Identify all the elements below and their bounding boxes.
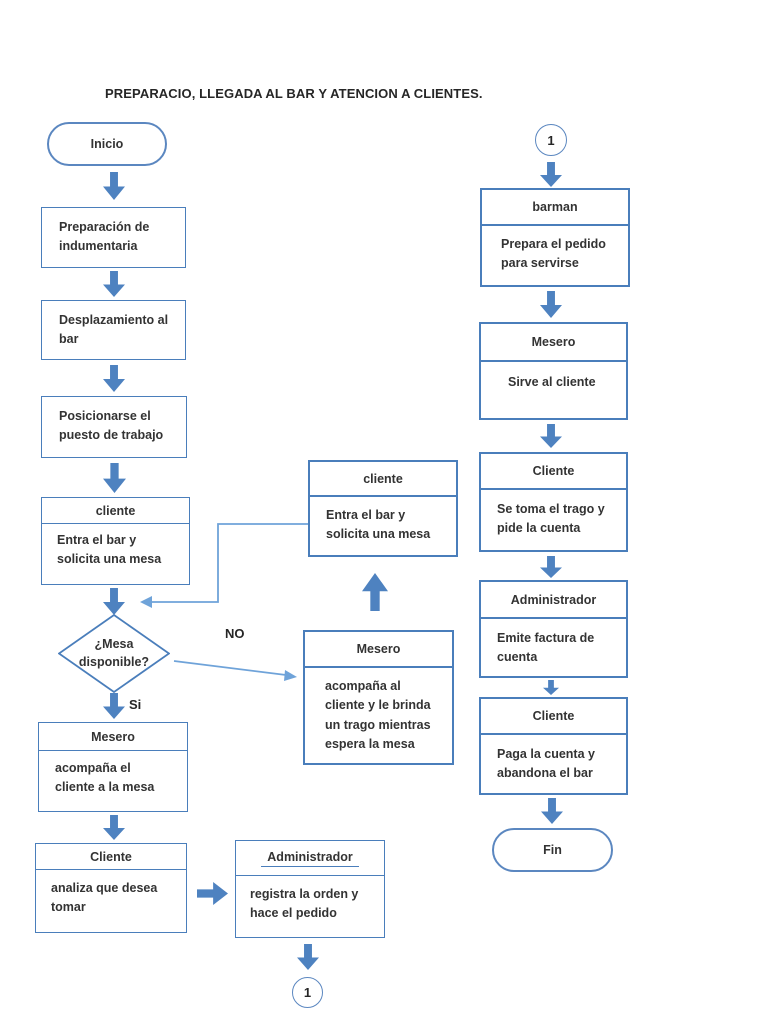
arrow-down-icon: [103, 365, 125, 392]
node-body: Se toma el trago y pide la cuenta: [497, 502, 605, 536]
node-header: Cliente: [481, 699, 626, 735]
node-body: Entra el bar y solicita una mesa: [326, 508, 431, 542]
arrow-down-icon: [103, 815, 125, 840]
arrow-down-icon: [297, 944, 319, 970]
connector-label: 1: [303, 985, 312, 1000]
arrow-down-icon: [103, 463, 126, 493]
node-header: cliente: [42, 498, 189, 524]
arrow-down-icon: [103, 693, 125, 719]
node-header: Cliente: [481, 454, 626, 490]
node-body: acompaña el cliente a la mesa: [55, 761, 155, 795]
node-body: Sirve al cliente: [508, 375, 596, 389]
node-body: analiza que desea tomar: [51, 881, 158, 915]
node-mesero-brinda-trago: Mesero acompaña al cliente y le brinda u…: [303, 630, 454, 765]
node-header: Mesero: [481, 324, 626, 362]
page-title: PREPARACIO, LLEGADA AL BAR Y ATENCION A …: [105, 86, 483, 101]
branch-label-si: Si: [129, 697, 142, 712]
start-terminator: Inicio: [47, 122, 167, 166]
start-label: Inicio: [90, 137, 124, 151]
node-body: Entra el bar y solicita una mesa: [57, 533, 162, 567]
node-cliente-entra: cliente Entra el bar y solicita una mesa: [41, 497, 190, 585]
arrow-down-icon: [540, 291, 562, 318]
arrow-down-icon: [540, 424, 562, 448]
node-body: Paga la cuenta y abandona el bar: [497, 747, 595, 781]
node-mesero-acompana: Mesero acompaña el cliente a la mesa: [38, 722, 188, 812]
node-body: Prepara el pedido para servirse: [501, 237, 606, 271]
connector-circle-1-top: 1: [535, 124, 567, 156]
node-cliente-paga: Cliente Paga la cuenta y abandona el bar: [479, 697, 628, 795]
arrow-down-icon: [540, 162, 562, 187]
process-desplazamiento: Desplazamiento al bar: [41, 300, 186, 360]
node-body: registra la orden y hace el pedido: [250, 887, 359, 921]
arrow-right-icon: [197, 882, 228, 905]
diamond-shape: [57, 613, 171, 694]
arrow-down-icon: [541, 798, 563, 824]
process-posicionarse: Posicionarse el puesto de trabajo: [41, 396, 187, 458]
branch-label-no: NO: [225, 626, 245, 641]
arrow-down-icon: [543, 680, 559, 695]
return-connector-arrowhead: [140, 596, 152, 608]
node-header: cliente: [310, 462, 456, 497]
arrow-down-icon: [103, 588, 125, 615]
node-body: Emite factura de cuenta: [497, 631, 595, 665]
node-mesero-sirve: Mesero Sirve al cliente: [479, 322, 628, 420]
node-header: barman: [482, 190, 628, 226]
node-header: Administrador: [481, 582, 626, 619]
node-cliente-entra-2: cliente Entra el bar y solicita una mesa: [308, 460, 458, 557]
connector-circle-1-bottom: 1: [292, 977, 323, 1008]
decision-mesa-disponible: ¿Mesa disponible?: [57, 613, 171, 694]
no-connector-line: [173, 660, 287, 676]
node-header: Cliente: [36, 844, 186, 870]
end-label: Fin: [543, 843, 562, 857]
node-barman-prepara: barman Prepara el pedido para servirse: [480, 188, 630, 287]
node-admin-factura: Administrador Emite factura de cuenta: [479, 580, 628, 678]
node-header: Mesero: [39, 723, 187, 751]
node-cliente-toma-trago: Cliente Se toma el trago y pide la cuent…: [479, 452, 628, 552]
arrow-down-icon: [103, 172, 125, 200]
arrow-down-icon: [103, 271, 125, 297]
process-preparacion-label: Preparación de indumentaria: [59, 220, 150, 254]
arrow-up-icon: [362, 573, 388, 611]
connector-label: 1: [547, 132, 555, 148]
node-header-label: Administrador: [261, 850, 359, 867]
process-desplazamiento-label: Desplazamiento al bar: [59, 313, 169, 347]
node-admin-registra: Administrador registra la orden y hace e…: [235, 840, 385, 938]
node-header: Administrador: [236, 841, 384, 876]
node-cliente-analiza: Cliente analiza que desea tomar: [35, 843, 187, 933]
no-connector-arrowhead: [284, 670, 297, 681]
process-posicionarse-label: Posicionarse el puesto de trabajo: [59, 409, 164, 443]
node-header: Mesero: [305, 632, 452, 668]
arrow-down-icon: [540, 556, 562, 578]
decision-label: ¿Mesa disponible?: [78, 637, 150, 669]
node-body: acompaña al cliente y le brinda un trago…: [325, 679, 431, 752]
end-terminator: Fin: [492, 828, 613, 872]
process-preparacion: Preparación de indumentaria: [41, 207, 186, 268]
